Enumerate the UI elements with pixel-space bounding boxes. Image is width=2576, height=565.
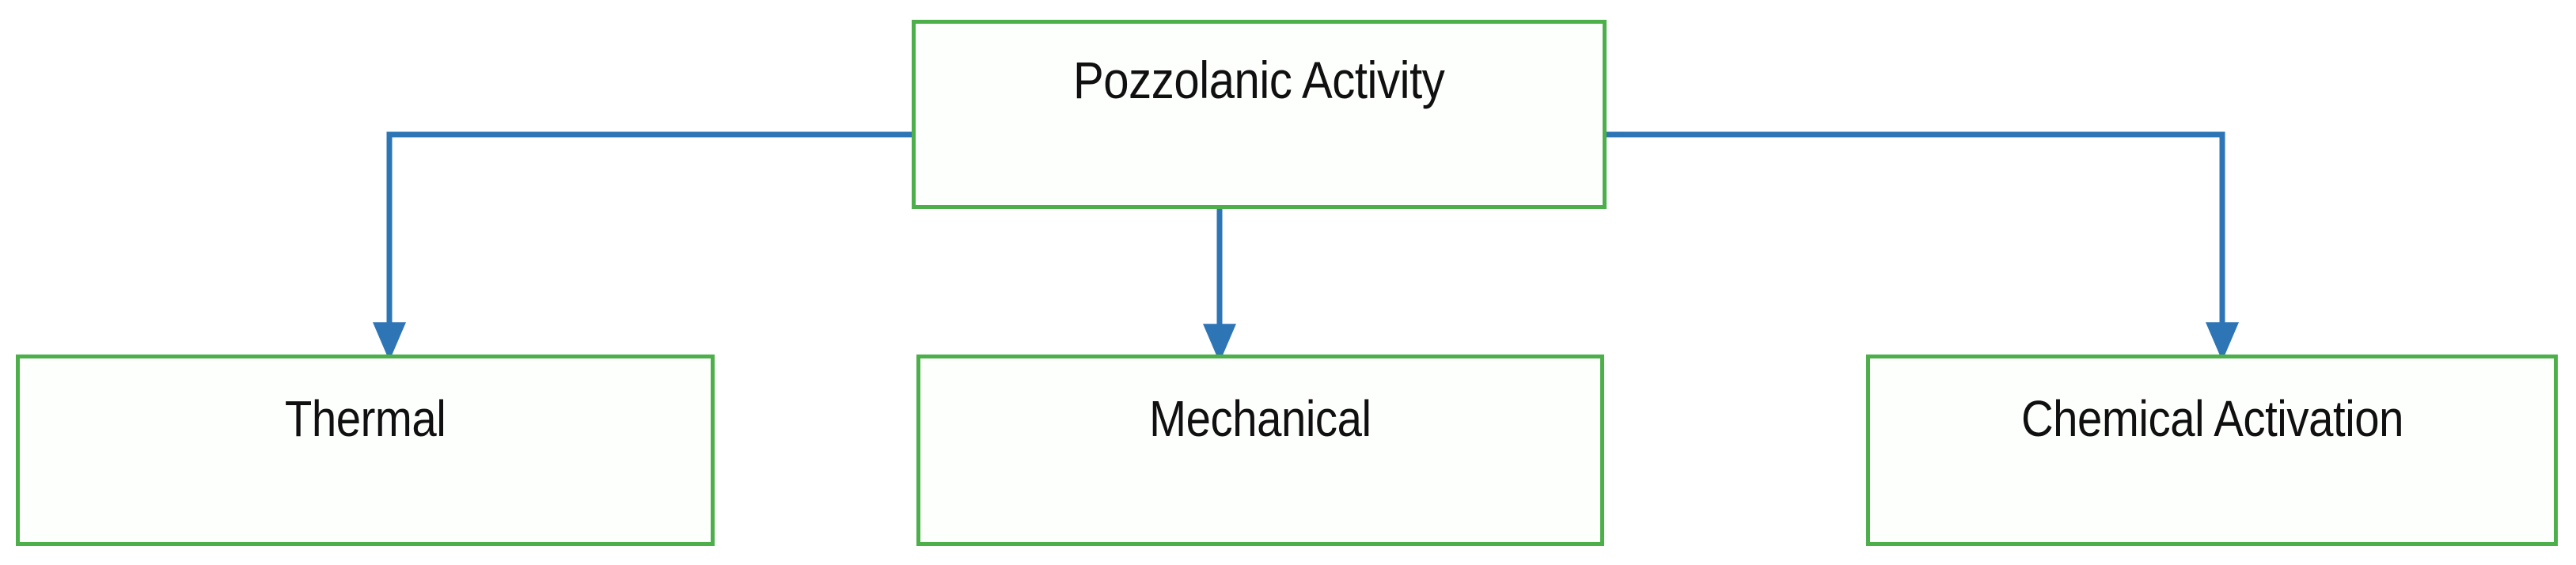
connector-root-to-chemical <box>1607 131 2239 362</box>
node-label-pozzolanic-activity: Pozzolanic Activity <box>1073 51 1445 109</box>
node-pozzolanic-activity[interactable]: Pozzolanic Activity <box>912 20 1607 209</box>
node-chemical-activation[interactable]: Chemical Activation <box>1866 355 2558 546</box>
node-thermal[interactable]: Thermal <box>16 355 715 546</box>
connector-root-to-thermal <box>373 131 912 362</box>
node-label-thermal: Thermal <box>284 390 446 447</box>
node-label-mechanical: Mechanical <box>1149 390 1371 447</box>
node-mechanical[interactable]: Mechanical <box>916 355 1604 546</box>
node-label-chemical-activation: Chemical Activation <box>2020 390 2403 447</box>
